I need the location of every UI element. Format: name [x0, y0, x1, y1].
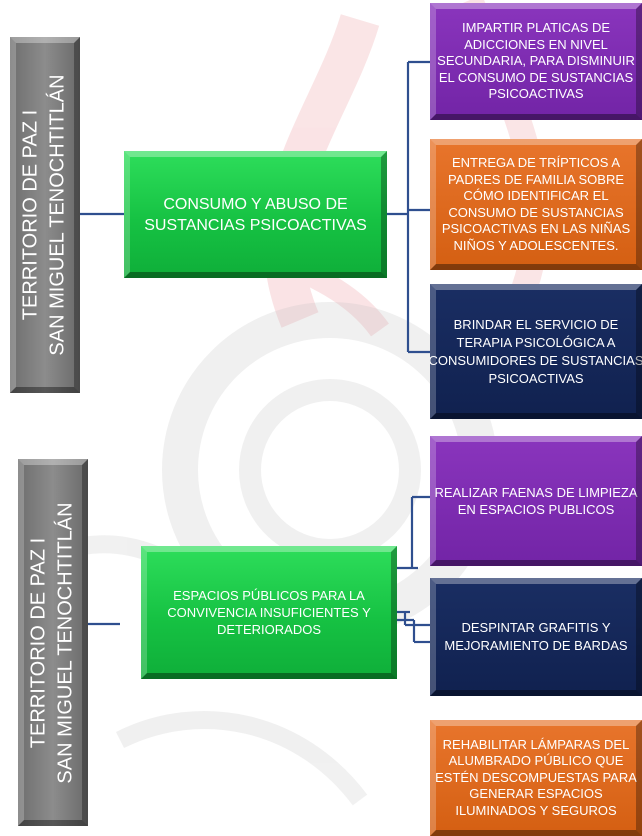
action-line: EN ESPACIOS PUBLICOS	[457, 502, 615, 517]
action-label: BRINDAR EL SERVICIO DE TERAPIA PSICOLÓGI…	[430, 316, 642, 388]
problem-label-1: CONSUMO Y ABUSO DE SUSTANCIAS PSICOACTIV…	[138, 194, 373, 236]
action-box-1a: IMPARTIR PLATICAS DE ADICCIONES EN NIVEL…	[430, 3, 642, 120]
action-label: REHABILITAR LÁMPARAS DEL ALUMBRADO PÚBLI…	[430, 737, 642, 820]
action-line: ILUMINADOS Y SEGUROS	[455, 802, 617, 818]
action-label: IMPARTIR PLATICAS DE ADICCIONES EN NIVEL…	[431, 20, 641, 103]
action-line: BRINDAR EL SERVICIO DE	[453, 316, 619, 332]
action-line: TERAPIA PSICOLÓGICA A	[456, 334, 616, 350]
territory-label-1: TERRITORIO DE PAZ I SAN MIGUEL TENOCHTIT…	[18, 74, 72, 355]
problem-box-1: CONSUMO Y ABUSO DE SUSTANCIAS PSICOACTIV…	[124, 151, 387, 278]
action-line: CONSUMIDORES DE SUSTANCIAS	[430, 352, 642, 368]
action-label: DESPINTAR GRAFITIS Y MEJORAMIENTO DE BAR…	[438, 619, 633, 655]
action-box-2c: REHABILITAR LÁMPARAS DEL ALUMBRADO PÚBLI…	[430, 720, 642, 836]
action-line: DESPINTAR GRAFITIS Y	[461, 620, 611, 635]
action-line: PSICOACTIVAS	[488, 86, 584, 102]
problem-line: SUSTANCIAS PSICOACTIVAS	[144, 216, 367, 234]
territory-line-2: SAN MIGUEL TENOCHTITLÁN	[55, 501, 77, 784]
action-line: ESTÉN DESCOMPUESTAS PARA	[435, 769, 637, 785]
action-line: ENTREGA DE TRÍPTICOS A	[451, 155, 621, 170]
problem-box-2: ESPACIOS PÚBLICOS PARA LA CONVIVENCIA IN…	[141, 546, 397, 679]
action-line: IMPARTIR PLATICAS DE	[461, 20, 611, 36]
action-label: ENTREGA DE TRÍPTICOS A PADRES DE FAMILIA…	[436, 155, 636, 254]
problem-label-2: ESPACIOS PÚBLICOS PARA LA CONVIVENCIA IN…	[161, 587, 376, 638]
problem-line: CONVIVENCIA INSUFICIENTES Y	[167, 605, 371, 620]
action-line: CÓMO IDENTIFICAR EL	[463, 188, 609, 203]
territory-line-1: TERRITORIO DE PAZ I	[28, 537, 50, 748]
action-box-1b: ENTREGA DE TRÍPTICOS A PADRES DE FAMILIA…	[430, 139, 642, 270]
problem-line: CONSUMO Y ABUSO DE	[163, 195, 348, 213]
territory-line-1: TERRITORIO DE PAZ I	[20, 109, 42, 321]
action-line: REALIZAR FAENAS DE LIMPIEZA	[434, 485, 638, 500]
action-line: EL CONSUMO DE SUSTANCIAS	[438, 69, 634, 85]
action-box-1c: BRINDAR EL SERVICIO DE TERAPIA PSICOLÓGI…	[430, 284, 642, 419]
action-line: REHABILITAR LÁMPARAS DEL	[442, 736, 630, 752]
problem-line: DETERIORADOS	[216, 622, 321, 637]
problem-line: ESPACIOS PÚBLICOS PARA LA	[173, 588, 365, 603]
action-line: NIÑOS Y ADOLESCENTES.	[453, 237, 619, 253]
territory-box-1: TERRITORIO DE PAZ I SAN MIGUEL TENOCHTIT…	[10, 37, 80, 393]
action-box-2b: DESPINTAR GRAFITIS Y MEJORAMIENTO DE BAR…	[430, 578, 642, 696]
action-box-2a: REALIZAR FAENAS DE LIMPIEZA EN ESPACIOS …	[430, 436, 642, 566]
action-line: PADRES DE FAMILIA SOBRE	[447, 171, 625, 187]
action-line: PSICOACTIVAS	[488, 370, 584, 386]
territory-box-2: TERRITORIO DE PAZ I SAN MIGUEL TENOCHTIT…	[18, 459, 88, 826]
action-line: ALUMBRADO PÚBLICO QUE	[448, 753, 624, 769]
territory-line-2: SAN MIGUEL TENOCHTITLÁN	[47, 74, 69, 356]
action-line: PSICOACTIVAS EN LAS NIÑAS	[441, 221, 631, 236]
action-line: MEJORAMIENTO DE BARDAS	[444, 638, 628, 653]
territory-label-2: TERRITORIO DE PAZ I SAN MIGUEL TENOCHTIT…	[26, 502, 80, 783]
action-line: SECUNDARIA, PARA DISMINUIR	[437, 53, 635, 69]
action-line: CONSUMO DE SUSTANCIAS	[448, 204, 624, 220]
action-line: ADICCIONES EN NIVEL	[464, 36, 608, 52]
action-line: GENERAR ESPACIOS	[469, 786, 603, 802]
action-label: REALIZAR FAENAS DE LIMPIEZA EN ESPACIOS …	[430, 484, 642, 518]
